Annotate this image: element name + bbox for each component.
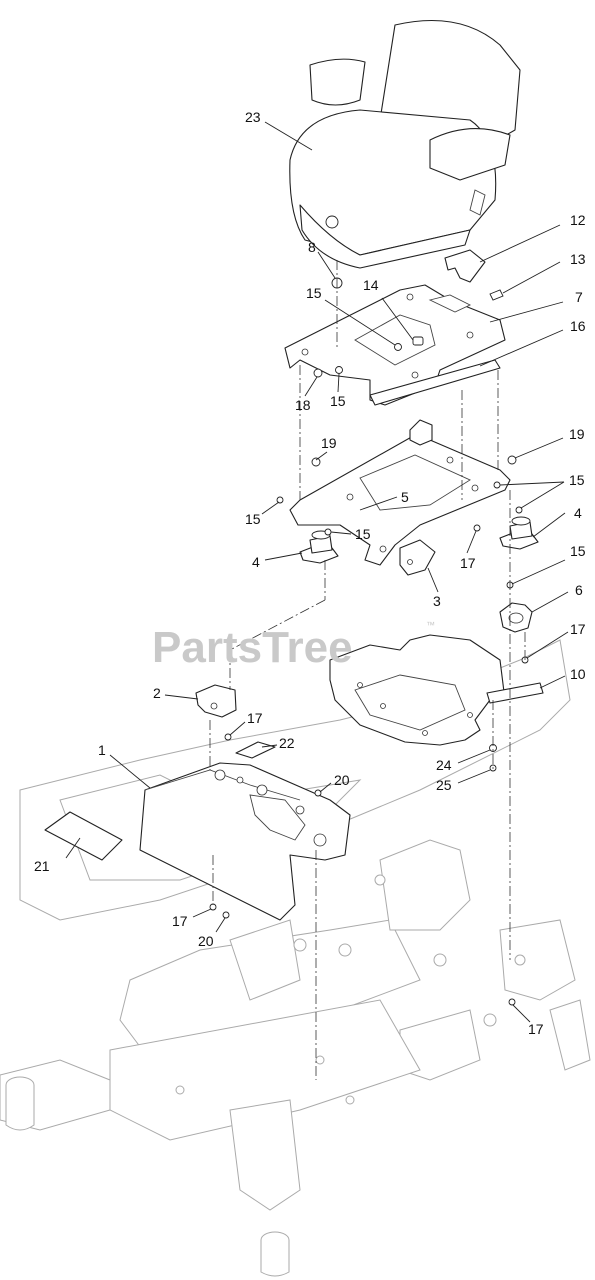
callout-20-bottom: 20 xyxy=(198,933,214,949)
leader-lines xyxy=(65,121,569,1023)
callout-21: 21 xyxy=(34,858,50,874)
callout-labels: 23 8 12 13 14 7 15 16 18 15 19 19 15 5 1… xyxy=(34,109,586,1037)
callout-15-left: 15 xyxy=(245,511,261,527)
callout-5: 5 xyxy=(401,489,409,505)
callout-3: 3 xyxy=(433,593,441,609)
watermark-trademark: ™ xyxy=(426,620,435,630)
callout-17-frame: 17 xyxy=(528,1021,544,1037)
bolt-13 xyxy=(489,289,504,301)
suspension-plate xyxy=(289,419,511,576)
callout-17-left: 17 xyxy=(247,710,263,726)
mower-frame xyxy=(0,639,591,1277)
bracket-6 xyxy=(499,602,533,664)
console-panel xyxy=(139,741,351,921)
callout-20-top: 20 xyxy=(334,772,350,788)
callout-17-bracket: 17 xyxy=(570,621,586,637)
seat-slide-rail xyxy=(369,359,501,406)
bracket-2 xyxy=(195,684,237,741)
callout-1: 1 xyxy=(98,742,106,758)
callout-2: 2 xyxy=(153,685,161,701)
callout-25: 25 xyxy=(436,777,452,793)
callout-4-right: 4 xyxy=(574,505,582,521)
callout-4-left: 4 xyxy=(252,554,260,570)
nut-15e xyxy=(493,481,501,489)
callout-22: 22 xyxy=(279,735,295,751)
callout-15-bracket: 15 xyxy=(570,543,586,559)
callout-15-seat: 15 xyxy=(306,285,322,301)
callout-15-seat-b: 15 xyxy=(330,393,346,409)
decal-10 xyxy=(486,682,544,704)
bolt-19a xyxy=(311,457,321,467)
seat-pan xyxy=(329,634,544,772)
decal-21 xyxy=(44,811,123,861)
nut-15f xyxy=(515,506,523,514)
isolator-mount-right xyxy=(499,516,539,550)
decal-22 xyxy=(235,741,276,759)
callout-19-right: 19 xyxy=(569,426,585,442)
bolt-19b xyxy=(507,455,517,465)
callout-14: 14 xyxy=(363,277,379,293)
callout-16: 16 xyxy=(570,318,586,334)
callout-10: 10 xyxy=(570,666,586,682)
nut-20b xyxy=(222,911,230,919)
callout-15-mount: 15 xyxy=(355,526,371,542)
spring-14 xyxy=(412,336,424,346)
callout-8: 8 xyxy=(308,239,316,255)
watermark-text: PartsTree xyxy=(152,623,353,672)
isolator-mount-left xyxy=(299,530,339,564)
bolt-18 xyxy=(313,368,323,378)
watermark: PartsTree ™ xyxy=(152,620,435,672)
nut-15a xyxy=(394,343,402,351)
callout-23: 23 xyxy=(245,109,261,125)
callout-7: 7 xyxy=(575,289,583,305)
bolt-17e xyxy=(508,998,516,1006)
nut-15c xyxy=(276,496,284,504)
callout-12: 12 xyxy=(570,212,586,228)
nut-15b xyxy=(335,366,343,374)
alignment-lines xyxy=(209,260,526,1080)
seat xyxy=(289,19,521,269)
callout-6: 6 xyxy=(575,582,583,598)
callout-17-plate: 17 xyxy=(460,555,476,571)
callout-13: 13 xyxy=(570,251,586,267)
callout-24: 24 xyxy=(436,757,452,773)
callout-19-left: 19 xyxy=(321,435,337,451)
callout-15-right: 15 xyxy=(569,472,585,488)
callout-18: 18 xyxy=(295,397,311,413)
nut-20a xyxy=(314,789,322,797)
bolt-17a xyxy=(473,524,481,532)
frame-hardware xyxy=(508,998,516,1006)
seat-latch-bracket xyxy=(444,249,486,283)
callout-17-panel: 17 xyxy=(172,913,188,929)
nut-15d xyxy=(324,528,332,536)
